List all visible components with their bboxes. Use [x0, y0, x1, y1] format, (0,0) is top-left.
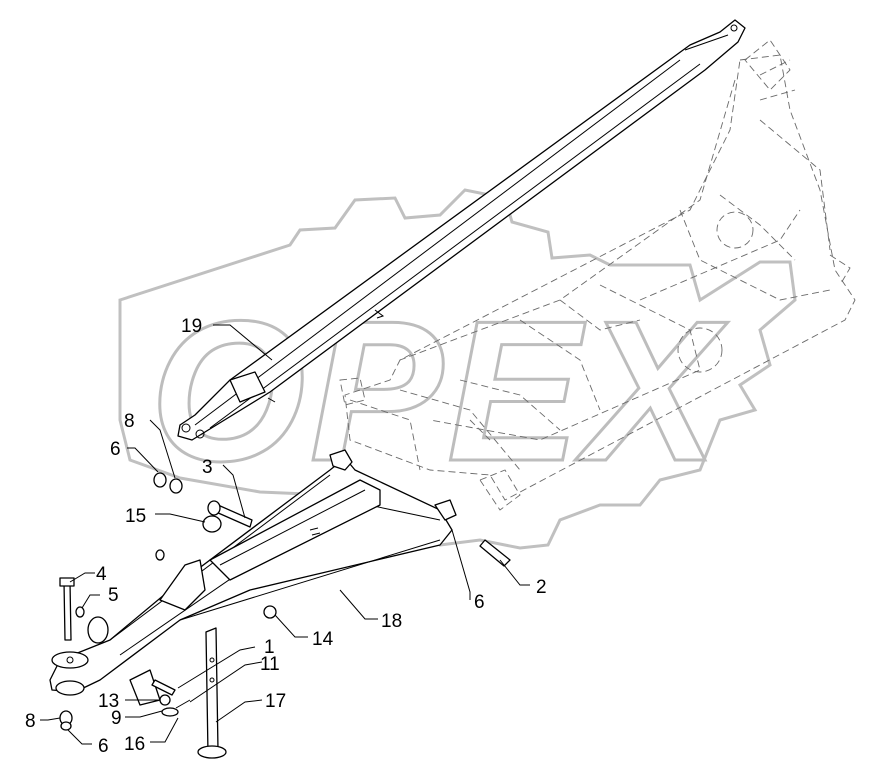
callout-8-upper: 8: [124, 411, 135, 432]
callout-17: 17: [265, 691, 286, 712]
part-17-jack-stand: [197, 627, 227, 759]
callout-5: 5: [108, 585, 119, 606]
callout-14: 14: [312, 629, 334, 650]
callout-6-upper: 6: [110, 439, 121, 460]
callout-13: 13: [98, 691, 119, 712]
machine-frame-ghost: [339, 39, 856, 511]
callout-3: 3: [202, 457, 213, 478]
callout-1: 1: [264, 637, 275, 658]
callout-4: 4: [96, 564, 107, 585]
fasteners: [59, 472, 511, 731]
part-19-long-bar: [177, 19, 746, 441]
callout-11: 11: [260, 654, 280, 675]
callout-16: 16: [124, 734, 145, 755]
callout-18: 18: [381, 611, 402, 632]
callout-8-lower: 8: [25, 711, 36, 732]
callout-labels: 19 8 6 3 15 4 5 1 11 13 9 8 6 16 17 14 1…: [25, 316, 547, 757]
callout-6-right: 6: [474, 592, 485, 613]
part-18-drawbar-frame: [49, 449, 457, 706]
callout-6-lower: 6: [98, 736, 109, 757]
callout-19: 19: [181, 316, 202, 337]
callout-2: 2: [536, 577, 547, 598]
callout-leaders: [40, 324, 530, 745]
callout-9: 9: [111, 708, 122, 729]
callout-15: 15: [125, 506, 146, 527]
